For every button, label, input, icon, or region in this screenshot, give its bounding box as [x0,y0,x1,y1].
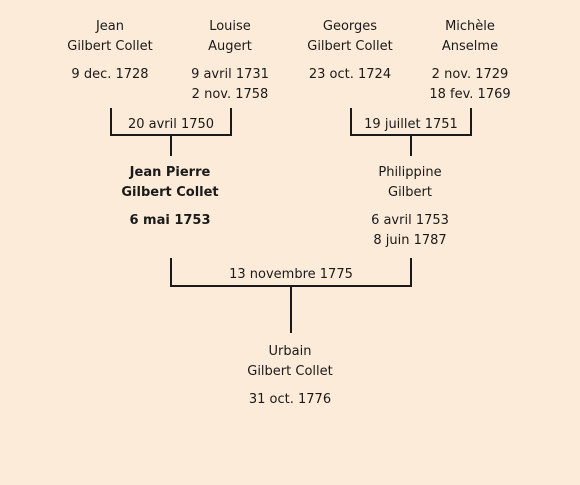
person-jean-pierre: Jean Pierre Gilbert Collet 6 mai 1753 [95,163,245,231]
person-name: Jean Pierre Gilbert Collet [121,165,219,200]
person-name: Louise Augert [208,19,252,54]
connector-line [110,108,112,136]
person-georges: Georges Gilbert Collet 23 oct. 1724 [275,17,425,85]
person-dates: 6 mai 1753 [129,213,211,228]
connector-line [350,108,352,136]
connector-line [170,134,172,156]
marriage-date: 20 avril 1750 [127,117,215,132]
connector-line [170,258,172,287]
person-dates: 2 nov. 1729 18 fev. 1769 [429,67,511,102]
person-dates: 9 avril 1731 2 nov. 1758 [191,67,269,102]
marriage-date: 13 novembre 1775 [229,267,353,282]
connector-line [290,285,292,333]
connector-line [410,258,412,287]
person-dates: 23 oct. 1724 [308,67,392,82]
marriage-date: 19 juillet 1751 [364,117,458,132]
person-name: Jean Gilbert Collet [67,19,153,54]
person-name: Georges Gilbert Collet [307,19,393,54]
person-name: Urbain Gilbert Collet [247,344,333,379]
connector-line [410,134,412,156]
person-jean: Jean Gilbert Collet 9 dec. 1728 [35,17,185,85]
person-michele: Michèle Anselme 2 nov. 1729 18 fev. 1769 [395,17,545,105]
person-dates: 9 dec. 1728 [71,67,149,82]
person-dates: 6 avril 1753 8 juin 1787 [371,213,449,248]
person-name: Michèle Anselme [441,19,499,54]
person-urbain: Urbain Gilbert Collet 31 oct. 1776 [215,342,365,410]
connector-line [230,108,232,136]
person-philippine: Philippine Gilbert 6 avril 1753 8 juin 1… [335,163,485,251]
person-louise: Louise Augert 9 avril 1731 2 nov. 1758 [155,17,305,105]
person-name: Philippine Gilbert [378,165,442,200]
connector-line [470,108,472,136]
person-dates: 31 oct. 1776 [248,392,332,407]
